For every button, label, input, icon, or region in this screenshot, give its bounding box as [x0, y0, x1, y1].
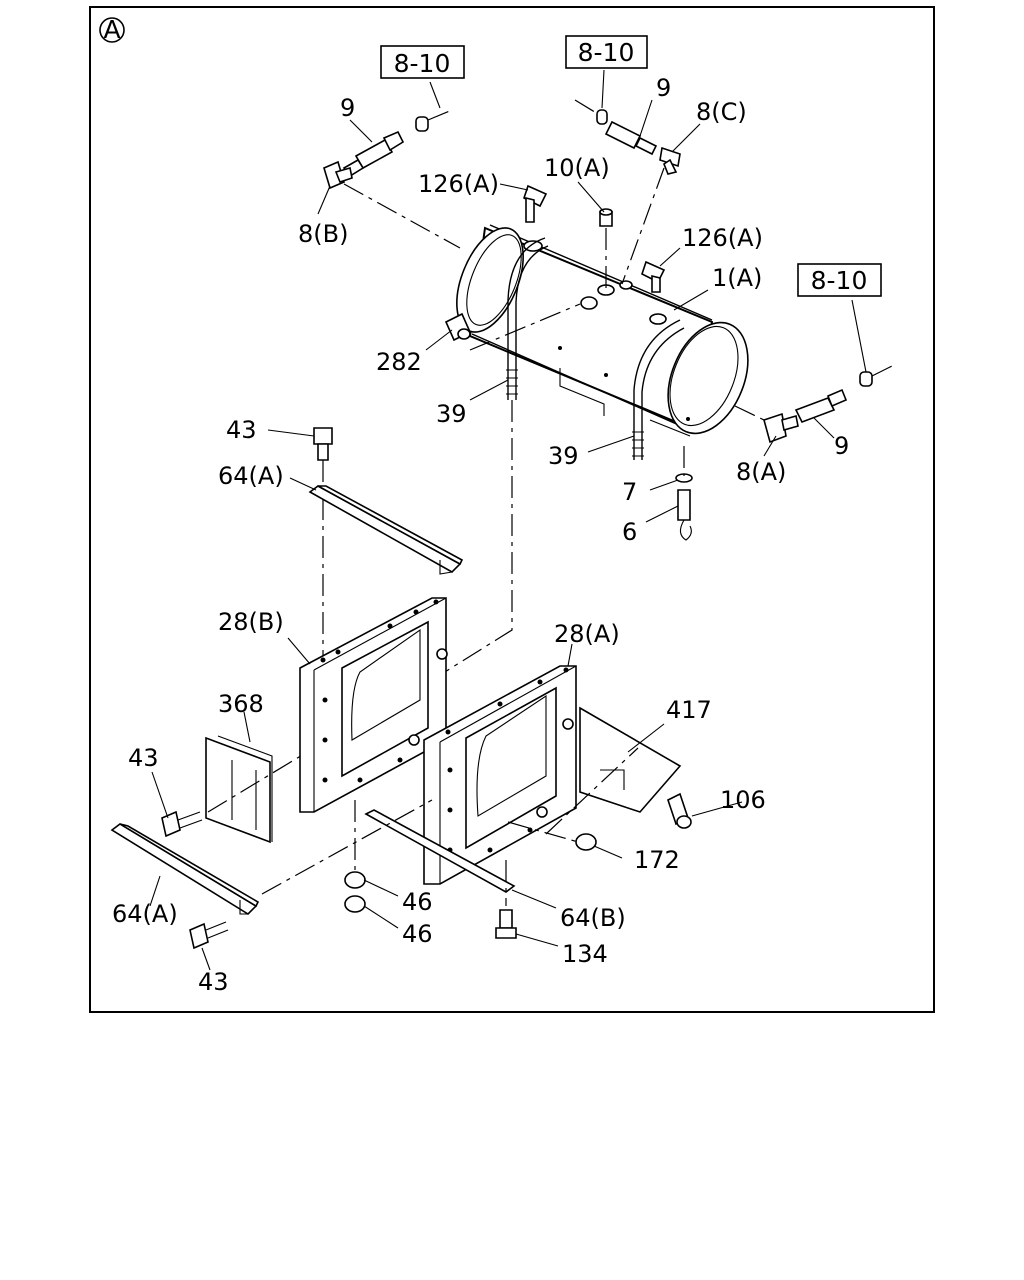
label-39-front: 39: [548, 442, 579, 470]
label-9-right: 9: [834, 432, 849, 460]
ref-box-3[interactable]: 8-10: [797, 263, 882, 297]
elbow-8c: [659, 146, 681, 175]
line-417: [545, 747, 639, 835]
label-126a-left: 126(A): [418, 170, 499, 198]
fitting-106: [667, 792, 692, 829]
hose-line-top: [621, 167, 665, 285]
label-368: 368: [218, 690, 264, 718]
plug-10a: [599, 208, 613, 227]
label-134: 134: [562, 940, 608, 968]
label-28a: 28(A): [554, 620, 620, 648]
elbow-126a-left: [523, 184, 548, 223]
label-28b: 28(B): [218, 608, 284, 636]
hose-line-right: [734, 405, 765, 421]
ubolt-line: [431, 400, 513, 681]
label-64a-bottom: 64(A): [112, 900, 178, 928]
elbow-8b: [323, 160, 353, 190]
label-8c: 8(C): [696, 98, 747, 126]
leader-lines: [149, 69, 867, 971]
label-6: 6: [622, 518, 637, 546]
nut-172: [575, 833, 597, 851]
ref-box-1[interactable]: 8-10: [380, 45, 465, 79]
svg-text:8-10: 8-10: [578, 38, 635, 67]
u-bolt-39-front: [632, 319, 685, 460]
bolt-43-middle: [161, 810, 203, 838]
label-7: 7: [622, 478, 637, 506]
fitting282-line: [469, 303, 581, 351]
label-282: 282: [376, 348, 422, 376]
label-46-lower: 46: [402, 920, 433, 948]
line-368: [207, 753, 305, 813]
part-labels: 9 9 8(C) 8(B) 126(A) 10(A) 126(A) 1(A) 2…: [112, 74, 849, 996]
line-172: [507, 821, 579, 843]
frame-28a: [423, 665, 577, 885]
drain-valve-6: [677, 489, 692, 541]
bolt-43-top: [313, 427, 333, 461]
label-172: 172: [634, 846, 680, 874]
label-43-top: 43: [226, 416, 257, 444]
bar-64a-bottom: [110, 823, 260, 916]
view-marker: A: [99, 15, 125, 44]
label-8b: 8(B): [298, 220, 348, 248]
label-417: 417: [666, 696, 712, 724]
valve-9-right: [794, 365, 893, 424]
label-64b: 64(B): [560, 904, 626, 932]
svg-text:A: A: [103, 15, 120, 44]
valve-9-left: [342, 109, 453, 178]
bracket-417: [579, 706, 682, 813]
label-9-left: 9: [340, 94, 355, 122]
bolt-43-bottom: [189, 921, 229, 950]
hose-line-left: [343, 183, 461, 249]
nut-46-lower: [344, 895, 366, 913]
valve-9-top: [574, 99, 658, 156]
label-39-rear: 39: [436, 400, 467, 428]
label-64a-top: 64(A): [218, 462, 284, 490]
bolt-134: [495, 909, 517, 939]
label-10a: 10(A): [544, 154, 610, 182]
plate-368: [205, 735, 273, 844]
nut-46-upper: [344, 871, 366, 889]
ref-box-2[interactable]: 8-10: [565, 35, 648, 69]
label-9-top: 9: [656, 74, 671, 102]
line-64a-bottom: [261, 799, 433, 895]
svg-text:8-10: 8-10: [811, 266, 868, 295]
air-tank: [456, 224, 749, 437]
label-106: 106: [720, 786, 766, 814]
elbow-8a: [763, 412, 799, 444]
label-43-bottom: 43: [198, 968, 229, 996]
fitting-282: [444, 312, 472, 342]
u-bolt-39-rear: [506, 237, 549, 400]
label-126a-right: 126(A): [682, 224, 763, 252]
svg-text:8-10: 8-10: [394, 49, 451, 78]
label-8a: 8(A): [736, 458, 786, 486]
label-1a: 1(A): [712, 264, 762, 292]
bar-64b: [364, 809, 516, 893]
elbow-126a-right: [641, 260, 666, 293]
frame-28b: [299, 597, 448, 813]
label-46-upper: 46: [402, 888, 433, 916]
diagram-frame: [89, 6, 935, 1013]
bar-64a-top: [308, 485, 464, 575]
label-43-middle: 43: [128, 744, 159, 772]
